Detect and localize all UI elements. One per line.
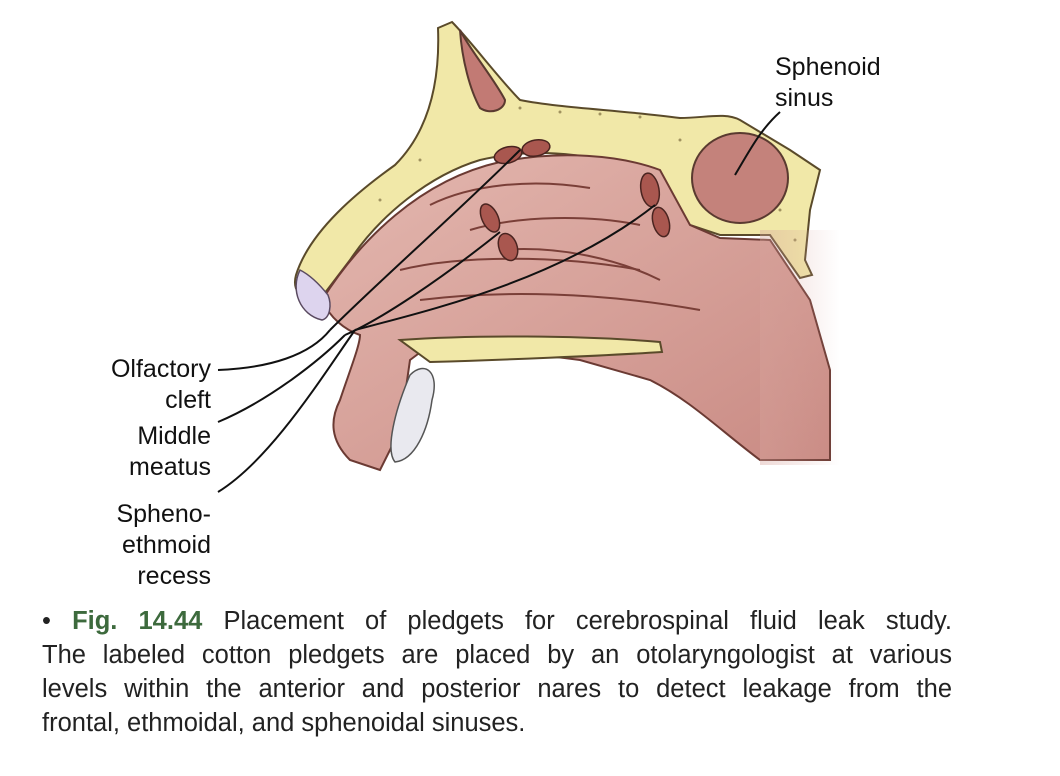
label-middle-meatus: Middle meatus	[11, 421, 211, 483]
nasal-cavity-illustration	[217, 20, 840, 493]
leader-olfactory	[217, 329, 331, 371]
caption-line-1: • Fig. 14.44 Placement of pledgets for c…	[42, 604, 952, 638]
figure-caption: • Fig. 14.44 Placement of pledgets for c…	[42, 604, 952, 740]
pledget-olfactory-b	[521, 139, 551, 157]
pledget-strings	[329, 149, 656, 336]
label-line: ethmoid	[122, 531, 211, 559]
leader-middle	[217, 334, 346, 423]
label-line: Sphenoid	[775, 53, 881, 81]
label-olfactory-cleft: Olfactory cleft	[11, 354, 211, 416]
label-line: sinus	[775, 84, 834, 112]
leader-spheno	[217, 329, 356, 493]
pledget-spheno-b	[651, 206, 671, 238]
figure-number: Fig. 14.44	[72, 607, 203, 635]
leader-lines	[217, 111, 781, 493]
caption-text: Placement of pledgets for cerebrospinal …	[223, 607, 952, 635]
pledget-middle-b	[497, 232, 519, 262]
leader-sphenoid	[734, 111, 781, 176]
nasal-mucosa	[295, 154, 840, 472]
pledget-middle-a	[479, 203, 501, 233]
label-line: Middle	[137, 422, 211, 450]
label-line: Olfactory	[110, 355, 211, 383]
caption-line-3: levels within the anterior and posterior…	[42, 675, 952, 703]
label-line: Spheno-	[116, 500, 211, 528]
label-sphenoid-sinus: Sphenoid sinus	[775, 52, 881, 114]
label-line: cleft	[165, 386, 211, 414]
caption-line-2: The labeled cotton pledgets are placed b…	[42, 641, 952, 669]
label-line: meatus	[129, 453, 211, 481]
sphenoid-sinus-shape	[691, 132, 789, 224]
caption-bullet: •	[42, 607, 51, 635]
pledgets	[479, 139, 671, 262]
caption-line-4: frontal, ethmoidal, and sphenoidal sinus…	[42, 709, 526, 737]
label-sphenoethmoid-recess: Spheno- ethmoid recess	[11, 499, 211, 592]
label-line: recess	[137, 562, 211, 590]
incisor-tooth	[390, 367, 435, 463]
pledget-olfactory-a	[493, 145, 523, 165]
